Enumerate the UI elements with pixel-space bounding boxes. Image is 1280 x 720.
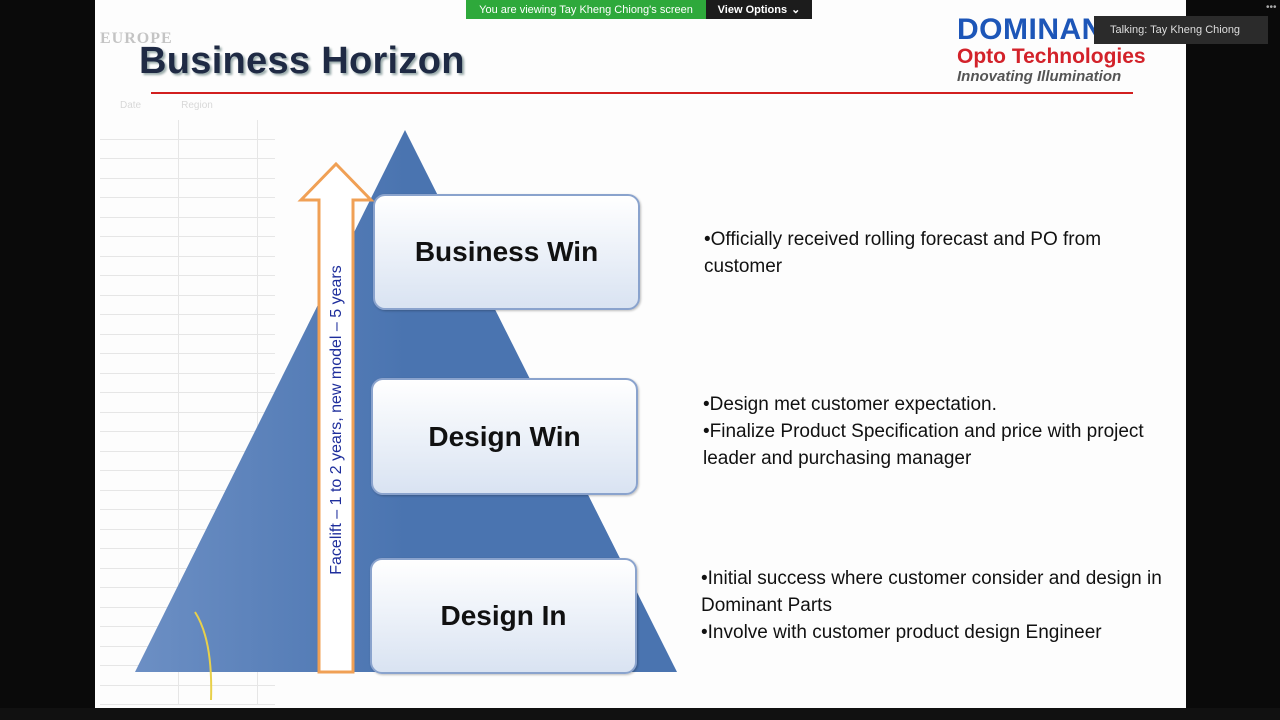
background-table-row bbox=[100, 354, 275, 374]
view-options-button[interactable]: View Options ⌄ bbox=[706, 0, 812, 19]
description-bullet: •Involve with customer product design En… bbox=[701, 622, 1102, 643]
left-letterbox bbox=[0, 0, 95, 720]
business-win-description: •Officially received rolling forecast an… bbox=[704, 226, 1154, 280]
background-table-row bbox=[100, 295, 275, 315]
background-table-row bbox=[100, 159, 275, 179]
more-options-icon[interactable]: ••• bbox=[1266, 2, 1277, 13]
background-table-row bbox=[100, 217, 275, 237]
background-table-row bbox=[100, 393, 275, 413]
background-table-row bbox=[100, 666, 275, 686]
background-table-row bbox=[100, 276, 275, 296]
description-bullet: •Officially received rolling forecast an… bbox=[704, 229, 1102, 277]
screen-share-banner: You are viewing Tay Kheng Chiong's scree… bbox=[466, 0, 812, 19]
stage-design-win: Design Win bbox=[371, 378, 638, 495]
slide-title: Business Horizon bbox=[139, 40, 465, 82]
arrow-label: Facelift – 1 to 2 years, new model – 5 y… bbox=[328, 265, 345, 575]
stage-business-win: Business Win bbox=[373, 194, 640, 310]
logo-tagline: Innovating Illumination bbox=[957, 68, 1122, 85]
background-header-date: Date bbox=[120, 99, 142, 111]
background-header-region: Region bbox=[181, 99, 213, 111]
background-table-row bbox=[100, 256, 275, 276]
description-bullet: •Finalize Product Specification and pric… bbox=[703, 421, 1144, 469]
background-table-row bbox=[100, 198, 275, 218]
background-table-row bbox=[100, 178, 275, 198]
viewing-notice: You are viewing Tay Kheng Chiong's scree… bbox=[466, 0, 706, 19]
pointer-line bbox=[194, 611, 213, 701]
design-win-description: •Design met customer expectation. •Final… bbox=[703, 391, 1153, 472]
background-table-row bbox=[100, 334, 275, 354]
view-options-label: View Options bbox=[717, 3, 788, 16]
meeting-toolbar bbox=[0, 708, 1280, 720]
background-table-row bbox=[100, 373, 275, 393]
background-table-row bbox=[100, 315, 275, 335]
right-letterbox bbox=[1186, 0, 1280, 720]
background-table-header: Date Region bbox=[100, 90, 275, 120]
background-table-row bbox=[100, 120, 275, 140]
logo-subtitle: Opto Technologies bbox=[957, 45, 1146, 68]
background-table-row bbox=[100, 685, 275, 705]
title-rule bbox=[151, 92, 1133, 94]
background-table-row bbox=[100, 237, 275, 257]
description-bullet: •Initial success where customer consider… bbox=[701, 568, 1162, 616]
background-table-row bbox=[100, 139, 275, 159]
chevron-down-icon: ⌄ bbox=[791, 4, 801, 16]
talking-indicator: Talking: Tay Kheng Chiong bbox=[1094, 16, 1268, 44]
presentation-slide: EUROPE Date Region bbox=[95, 0, 1186, 708]
background-region-label: EUROPE bbox=[100, 30, 173, 47]
background-table-row bbox=[100, 412, 275, 432]
timeline-arrow bbox=[297, 161, 375, 674]
stage-design-in: Design In bbox=[370, 558, 637, 674]
design-in-description: •Initial success where customer consider… bbox=[701, 565, 1171, 646]
description-bullet: •Design met customer expectation. bbox=[703, 394, 997, 415]
